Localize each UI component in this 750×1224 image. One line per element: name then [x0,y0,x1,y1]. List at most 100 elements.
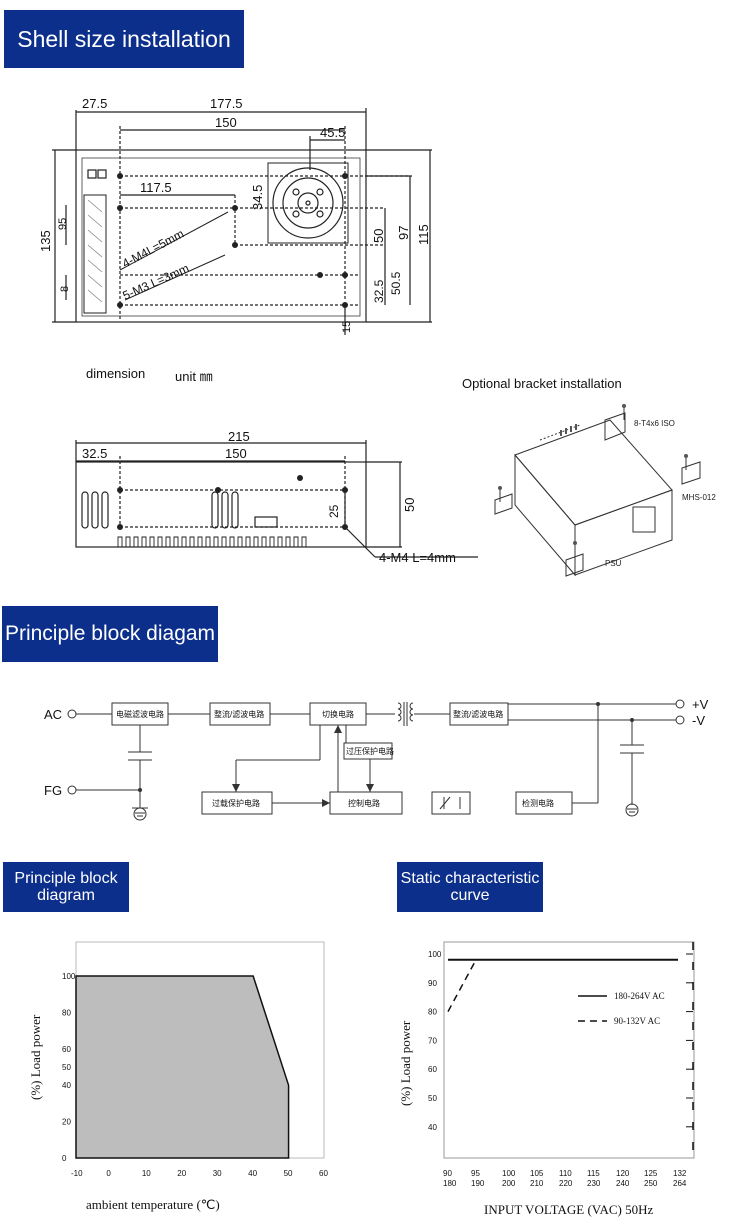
fan-frame [267,162,349,244]
bracket-drawing: 8-T4x6 ISO MHS-012 PSU [494,404,716,577]
dim-45-5: 45.5 [320,125,345,140]
dim-117-5: 117.5 [140,180,172,195]
static-xtick-top: 115 [587,1169,600,1178]
static-ytick: 50 [428,1094,437,1103]
derating-xtick: 30 [213,1169,222,1178]
bracket-iso-label: 8-T4x6 ISO [634,419,675,428]
unit-label: unit ㎜ [175,369,213,384]
static-frame [443,941,695,1159]
dim-177-5: 177.5 [210,96,243,111]
transformer-icon [397,702,402,722]
box-ovp-text: 过压保护电路 [346,746,394,756]
box-ovp [343,742,393,760]
banner-derating-line1: Principle block [14,870,118,887]
static-xtick-bottom: 220 [559,1179,573,1188]
static-xtick-bottom: 240 [616,1179,630,1188]
box-rectifier-1-text: 整流/滤波电路 [214,709,264,719]
banner-principle-block: Principle block diagam [2,606,218,662]
derating-area [75,975,290,1159]
static-xtick-bottom: 210 [530,1179,544,1188]
static-xtick-top: 110 [559,1169,572,1178]
pos-v-label: +V [692,697,709,712]
ground-icon-output [625,803,639,817]
static-ytick: 100 [428,950,442,959]
box-olp-text: 过载保护电路 [212,798,260,808]
static-xtick-top: 132 [673,1169,687,1178]
dim-135: 135 [38,230,53,252]
case-inner-outline [81,157,361,317]
static-ylabel: (%) Load power [398,1020,413,1106]
dim-50-5: 50.5 [389,271,403,295]
dim-27-5: 27.5 [82,96,107,111]
static-xtick-bottom: 180 [443,1179,457,1188]
derating-ytick: 20 [62,1118,71,1127]
derating-xtick: 40 [248,1169,257,1178]
terminal-block [83,194,107,314]
bracket-title: Optional bracket installation [462,376,622,391]
side-dim-150: 150 [225,446,247,461]
banner-shell-size: Shell size installation [4,10,244,68]
static-xtick-top: 120 [616,1169,630,1178]
derating-ytick: 80 [62,1008,71,1017]
banner-shell-size-text: Shell size installation [17,25,231,52]
box-control-text: 控制电路 [348,798,380,808]
box-rectifier-2-text: 整流/滤波电路 [453,709,503,719]
banner-derating-line2: diagram [37,887,95,904]
fg-label: FG [44,783,62,798]
static-ytick: 80 [428,1008,437,1017]
side-dim-32-5: 32.5 [82,446,107,461]
dim-97: 97 [396,226,411,240]
static-ytick: 70 [428,1036,437,1045]
static-ytick: 90 [428,979,437,988]
derating-xlabel: ambient temperature (℃) [86,1197,220,1212]
bracket-mhs-label: MHS-012 [682,493,716,502]
side-view-drawing: 215 32.5 150 50 25 4-M4 L=4mm [75,429,478,565]
derating-xtick: -10 [71,1169,83,1178]
static-xtick-bottom: 230 [587,1179,601,1188]
derating-xtick: 50 [284,1169,293,1178]
bracket-psu-label: PSU [605,559,622,568]
banner-static-line1: Static characteristic [400,870,540,887]
static-xtick-top: 105 [530,1169,544,1178]
box-detect-text: 检测电路 [522,798,554,808]
derating-xtick: 20 [177,1169,186,1178]
static-xtick-top: 125 [644,1169,658,1178]
derating-ylabel: (%) Load power [28,1014,43,1100]
dim-8: 8 [59,286,71,292]
static-xtick-bottom: 190 [471,1179,485,1188]
dim-50: 50 [371,229,386,243]
dim-32-5: 32.5 [372,279,386,303]
derating-xtick: 10 [142,1169,151,1178]
static-xtick-bottom: 250 [644,1179,658,1188]
side-dim-215: 215 [228,429,250,444]
case-outline [75,149,367,323]
dim-115: 115 [416,224,431,245]
legend-text-180-264v: 180-264V AC [614,991,665,1001]
ground-icon-fg [133,807,147,821]
derating-ytick: 60 [62,1045,71,1054]
static-xtick-top: 95 [471,1169,480,1178]
neg-v-label: -V [692,713,705,728]
static-ytick: 60 [428,1065,437,1074]
box-optocoupler [431,791,471,815]
dimension-label: dimension [86,366,146,381]
top-view-drawing: 27.5 177.5 150 45.5 117.5 34.5 95 135 8 … [38,96,432,335]
dim-95: 95 [57,218,69,230]
legend-text-90-132v: 90-132V AC [614,1016,660,1026]
derating-xtick: 60 [319,1169,328,1178]
derating-ytick: 100 [62,972,76,981]
derating-xtick: 0 [106,1169,111,1178]
side-screw-label: 4-M4 L=4mm [379,550,456,565]
derating-ytick: 40 [62,1081,71,1090]
box-switching-text: 切换电路 [322,709,354,719]
static-xtick-top: 90 [443,1169,452,1178]
side-dim-25: 25 [327,504,341,518]
ac-label: AC [44,707,62,722]
static-xtick-top: 100 [502,1169,516,1178]
box-emi-filter-text: 电磁滤波电路 [116,709,164,719]
static-xlabel: INPUT VOLTAGE (VAC) 50Hz [484,1202,654,1217]
